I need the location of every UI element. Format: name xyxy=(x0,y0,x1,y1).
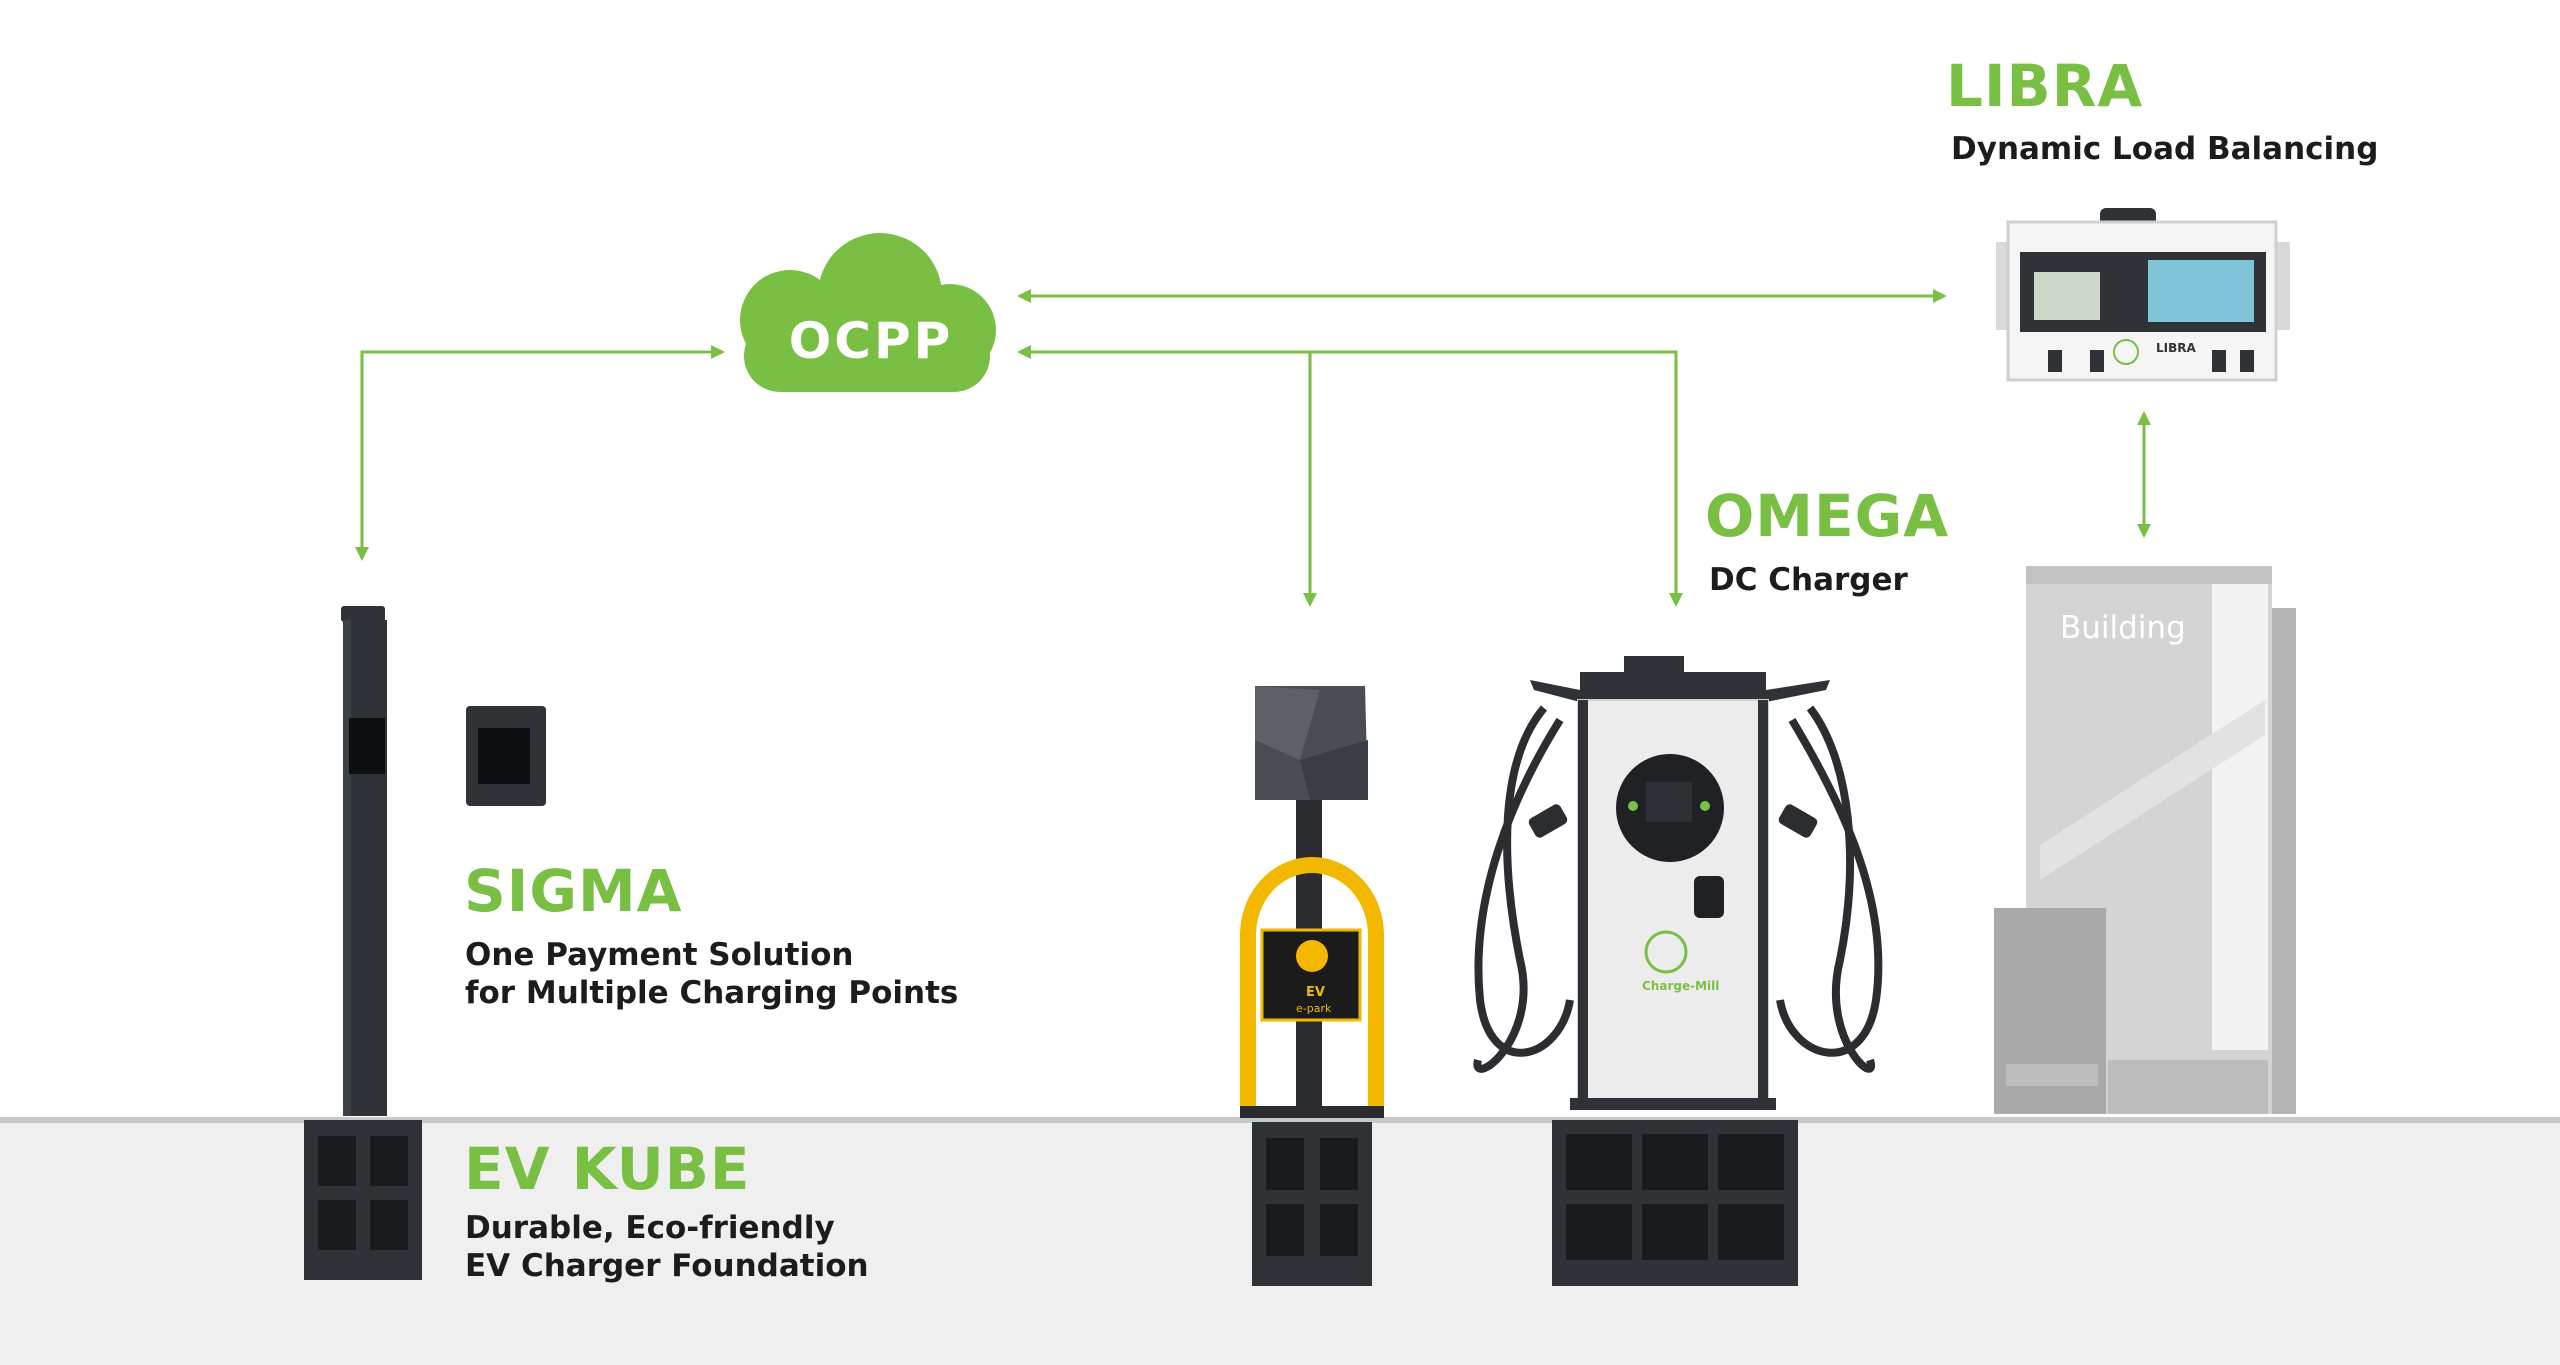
omega-title: OMEGA xyxy=(1705,482,1950,550)
ev-kube-title: EV KUBE xyxy=(464,1135,751,1203)
omega-subtitle: DC Charger xyxy=(1709,562,1908,598)
libra-device-label: LIBRA xyxy=(2156,341,2196,355)
building-label: Building xyxy=(2060,610,2186,646)
sigma-charger xyxy=(341,606,546,1116)
eppark-charger xyxy=(1240,686,1384,1118)
eppark-sign-label: EV xyxy=(1306,985,1325,1000)
ev-kube-subtitle-line1: Durable, Eco-friendly xyxy=(465,1210,835,1246)
connector-ocpp-omega xyxy=(1017,345,1683,607)
connector-lines xyxy=(355,289,2151,607)
omega-brand-label: Charge-Mill xyxy=(1642,979,1719,993)
ev-kube-foundation-sigma xyxy=(304,1120,422,1280)
sigma-subtitle-line2: for Multiple Charging Points xyxy=(465,975,959,1011)
libra-subtitle: Dynamic Load Balancing xyxy=(1951,131,2379,167)
ocpp-cloud-label: OCPP xyxy=(788,312,954,370)
ev-kube-subtitle-line2: EV Charger Foundation xyxy=(465,1248,869,1284)
connector-sigma-ocpp xyxy=(355,345,725,561)
ev-kube-foundation-omega xyxy=(1552,1120,1798,1286)
eppark-brand-label: e-park xyxy=(1296,1002,1332,1015)
ev-kube-foundation-eppark xyxy=(1252,1122,1372,1286)
omega-charger xyxy=(1473,656,1883,1110)
building-icon xyxy=(1994,566,2296,1114)
sigma-subtitle-line1: One Payment Solution xyxy=(465,937,854,973)
cloud-icon xyxy=(740,233,996,392)
libra-device xyxy=(1996,208,2290,382)
libra-title: LIBRA xyxy=(1946,52,2144,120)
sigma-title: SIGMA xyxy=(464,857,683,925)
